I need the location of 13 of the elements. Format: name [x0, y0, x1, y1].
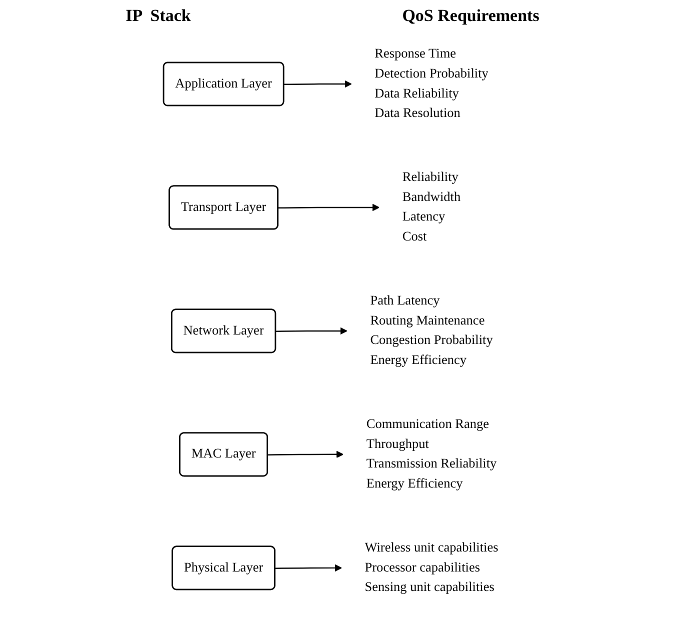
arrow — [275, 564, 342, 572]
layer-diagram: Application Layer Response Time Detection Probability Data Reliability Data Resolution Transport Layer Reliability Bandwidth Latency Cost Network Layer Path Latency Routing Maintenance Congestion Probability Energy Efficiency MAC Layer Communication Range Throughput Transmission Reliability Energy Efficiency Physical Layer Wireless unit capabilities Processor capabilities Sensing unit capabilities — [0, 26, 685, 616]
arrow — [278, 204, 380, 212]
arrow — [268, 450, 344, 458]
node-text: Reliability Bandwidth Latency Cost — [402, 170, 461, 244]
arrow — [276, 327, 348, 335]
node-text: Path Latency Routing Maintenance Congestion Probability Energy Efficiency — [370, 294, 493, 368]
arrow — [284, 80, 352, 88]
column-heading: QoS Requirements — [402, 6, 540, 26]
node-text: Wireless unit capabilities Processor capabilities Sensing unit capabilities — [364, 540, 498, 594]
node-text: Communication Range Throughput Transmission Reliability Energy Efficiency — [366, 417, 497, 491]
column-heading: IP Stack — [126, 6, 191, 26]
node-text: Response Time Detection Probability Data Reliability Data Resolution — [374, 46, 488, 120]
